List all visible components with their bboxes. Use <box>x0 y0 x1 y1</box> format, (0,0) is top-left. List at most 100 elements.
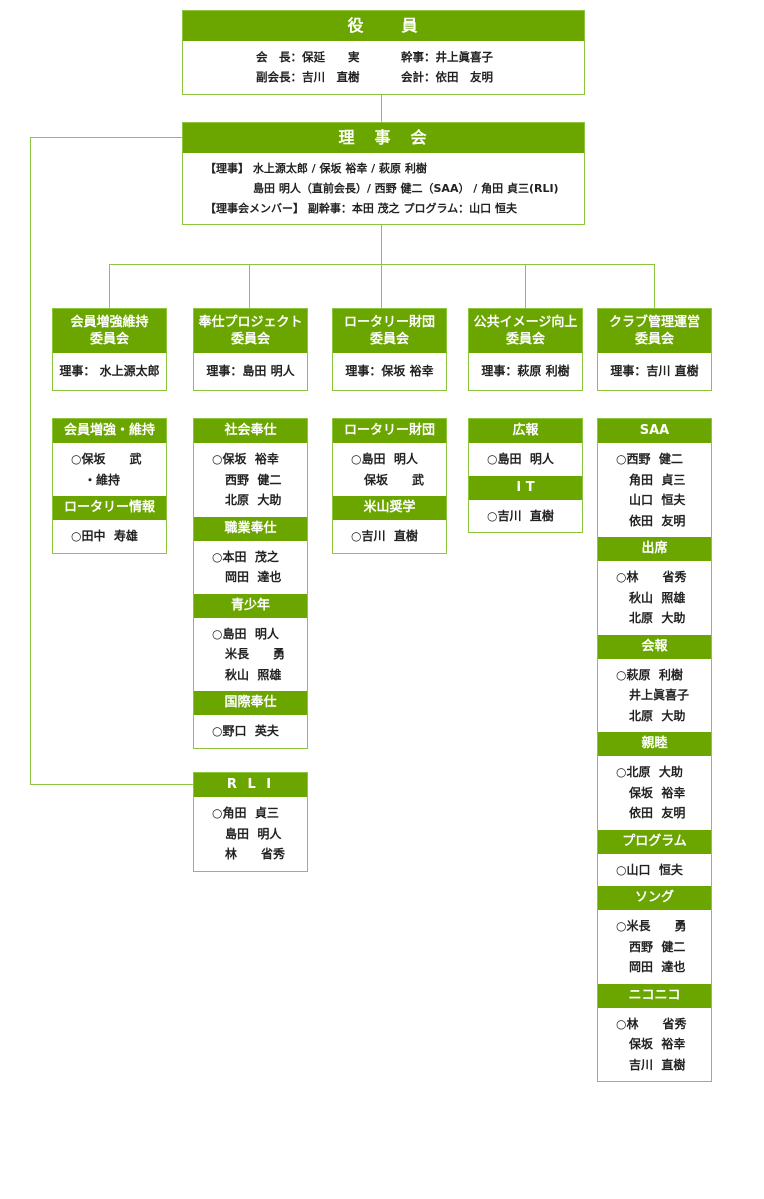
member-name: ○角田 貞三 <box>212 806 279 820</box>
officers-title: 役 員 <box>183 11 584 41</box>
member-name: 保坂 武 <box>364 472 425 487</box>
connector-horizontal <box>109 264 655 265</box>
committee-director: 理事：萩原 利樹 <box>481 364 570 378</box>
subcommittee-box: ロータリー財団○島田 明人保坂 武米山奨学○吉川 直樹 <box>332 418 447 554</box>
group-members: ○西野 健二角田 貞三山口 恒夫依田 友明 <box>598 443 711 537</box>
member-name: ○林 省秀 <box>616 1016 687 1031</box>
committee-director: 理事：保坂 裕幸 <box>345 364 434 378</box>
member-name: ○吉川 直樹 <box>487 508 554 523</box>
committee-title-line: 委員会 <box>505 332 545 347</box>
member-name: ○田中 寿雄 <box>71 529 138 543</box>
officer-president: 会 長：保延 実 <box>256 50 360 64</box>
committee-title-line: 会員増強維持 <box>70 315 149 330</box>
group-title: 職業奉仕 <box>194 516 307 541</box>
member-name: 秋山 照雄 <box>225 667 282 682</box>
committee-title: クラブ管理運営委員会 <box>598 309 711 353</box>
member-name: 西野 健二 <box>629 939 686 954</box>
group-title: R L I <box>194 773 307 797</box>
subcommittee-box: SAA○西野 健二角田 貞三山口 恒夫依田 友明出席○林 省秀秋山 照雄北原 大… <box>597 418 712 1082</box>
group-title: ソング <box>598 886 711 910</box>
member-name: 依田 友明 <box>629 806 686 820</box>
group-title: 社会奉仕 <box>194 419 307 443</box>
member-name: 吉川 直樹 <box>629 1057 686 1072</box>
member-name: ○島田 明人 <box>351 452 418 466</box>
connector-col3 <box>381 264 382 308</box>
board-members-line: 【理事会メンバー】 副幹事：本田 茂之 プログラム：山口 恒夫 <box>205 202 517 215</box>
member-name: 井上眞喜子 <box>629 688 690 702</box>
committee-title-line: ロータリー財団 <box>343 315 435 330</box>
connector-officers-board <box>381 94 382 122</box>
member-name: ○山口 恒夫 <box>616 862 683 877</box>
connector-rli-h1 <box>30 137 182 138</box>
rli-box: R L I○角田 貞三島田 明人林 省秀 <box>193 772 308 872</box>
committee-title: 公共イメージ向上委員会 <box>469 309 582 353</box>
group-title: 親睦 <box>598 732 711 756</box>
committee-director: 理事：吉川 直樹 <box>610 364 699 378</box>
connector-rli-v <box>30 137 31 785</box>
board-directors-line: 島田 明人（直前会長）/ 西野 健二（SAA） / 角田 貞三(RLI) <box>253 182 559 195</box>
group-title: 青少年 <box>194 593 307 618</box>
committee-director: 理事：島田 明人 <box>206 364 295 378</box>
member-name: ○北原 大助 <box>616 765 683 779</box>
connector-col1 <box>109 264 110 308</box>
group-title: 会報 <box>598 634 711 659</box>
officers-box: 役 員 会 長：保延 実 幹事：井上眞喜子 副会長：吉川 直樹 会計：依田 友明 <box>182 10 585 95</box>
committee-box: 会員増強維持委員会理事： 水上源太郎 <box>52 308 167 391</box>
group-members: ○萩原 利樹井上眞喜子北原 大助 <box>598 659 711 733</box>
member-name: 西野 健二 <box>225 472 282 487</box>
member-name: ○米長 勇 <box>616 919 687 933</box>
group-title: 広報 <box>469 419 582 443</box>
member-name: 北原 大助 <box>629 611 686 625</box>
group-members: ○米長 勇西野 健二岡田 達也 <box>598 910 711 984</box>
committee-title-line: 委員会 <box>230 332 270 347</box>
committee-title-line: 公共イメージ向上 <box>473 315 578 330</box>
committee-title: ロータリー財団委員会 <box>333 309 446 353</box>
committee-box: ロータリー財団委員会理事：保坂 裕幸 <box>332 308 447 391</box>
group-title: 米山奨学 <box>333 496 446 520</box>
group-members: ○保坂 裕幸西野 健二北原 大助 <box>194 443 307 517</box>
committee-director: 理事： 水上源太郎 <box>59 364 160 378</box>
member-name: ○保坂 裕幸 <box>212 452 279 466</box>
member-name: ・維持 <box>84 472 121 487</box>
member-name: 北原 大助 <box>629 708 686 723</box>
group-title: ロータリー情報 <box>53 496 166 520</box>
group-members: ○角田 貞三島田 明人林 省秀 <box>194 797 307 871</box>
committee-box: 奉仕プロジェクト委員会理事：島田 明人 <box>193 308 308 391</box>
subcommittee-box: 社会奉仕○保坂 裕幸西野 健二北原 大助職業奉仕○本田 茂之岡田 達也青少年○島… <box>193 418 308 749</box>
officers-row: 副会長：吉川 直樹 会計：依田 友明 <box>183 67 584 87</box>
group-members: ○本田 茂之岡田 達也 <box>194 541 307 594</box>
member-name: ○保坂 武 <box>71 452 142 466</box>
member-name: ○吉川 直樹 <box>351 529 418 543</box>
group-members: ○島田 明人保坂 武 <box>333 443 446 496</box>
member-name: 角田 貞三 <box>629 472 686 487</box>
member-name: ○野口 英夫 <box>212 724 279 738</box>
officers-row: 会 長：保延 実 幹事：井上眞喜子 <box>183 47 584 67</box>
group-title: SAA <box>598 419 711 443</box>
member-name: 北原 大助 <box>225 493 282 507</box>
group-title: 国際奉仕 <box>194 691 307 715</box>
member-name: 保坂 裕幸 <box>629 1037 686 1051</box>
board-box: 理 事 会 【理事】 水上源太郎 / 保坂 裕幸 / 萩原 利樹 島田 明人（直… <box>182 122 585 225</box>
group-members: ○野口 英夫 <box>194 715 307 748</box>
member-name: 山口 恒夫 <box>629 493 686 507</box>
group-title: ロータリー財団 <box>333 419 446 443</box>
connector-col2 <box>249 264 250 308</box>
group-title: ニコニコ <box>598 983 711 1008</box>
group-members: ○北原 大助保坂 裕幸依田 友明 <box>598 756 711 830</box>
member-name: 岡田 達也 <box>225 570 282 584</box>
board-directors-line: 【理事】 水上源太郎 / 保坂 裕幸 / 萩原 利樹 <box>205 162 427 175</box>
officer-secretary: 幹事：井上眞喜子 <box>401 50 493 64</box>
group-members: ○島田 明人米長 勇秋山 照雄 <box>194 618 307 692</box>
committee-title: 会員増強維持委員会 <box>53 309 166 353</box>
committee-box: クラブ管理運営委員会理事：吉川 直樹 <box>597 308 712 391</box>
group-members: ○吉川 直樹 <box>333 520 446 553</box>
connector-rli-h2 <box>30 784 193 785</box>
group-members: ○吉川 直樹 <box>469 500 582 533</box>
member-name: ○島田 明人 <box>487 452 554 466</box>
member-name: 秋山 照雄 <box>629 590 686 605</box>
subcommittee-box: 会員増強・維持○保坂 武・維持ロータリー情報○田中 寿雄 <box>52 418 167 554</box>
group-title: 出席 <box>598 537 711 561</box>
connector-col5 <box>654 264 655 308</box>
member-name: ○本田 茂之 <box>212 549 279 564</box>
